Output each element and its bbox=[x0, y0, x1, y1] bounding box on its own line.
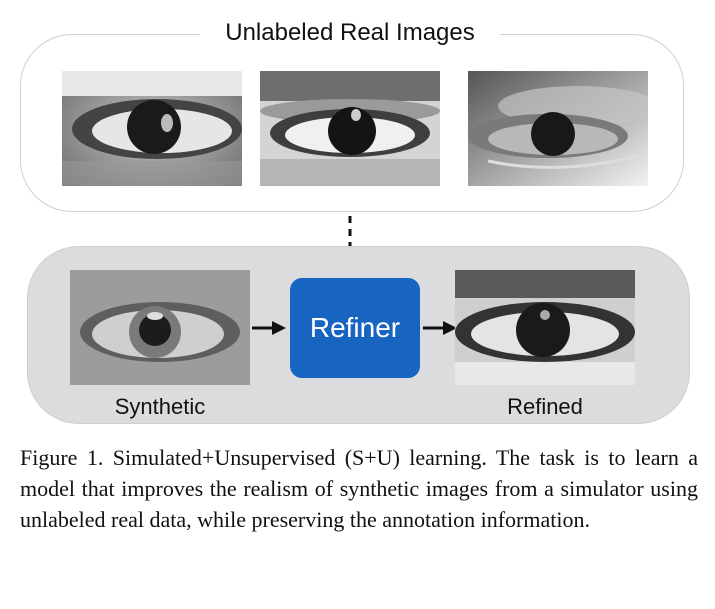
refined-label: Refined bbox=[507, 394, 583, 419]
figure-caption: Figure 1. Simulated+Unsupervised (S+U) l… bbox=[20, 445, 698, 532]
refiner-block: Refiner bbox=[290, 278, 420, 378]
arrow-right-1 bbox=[252, 321, 286, 335]
real-eye-image-3 bbox=[468, 71, 648, 186]
synthetic-eye-image bbox=[70, 270, 250, 385]
arrow-right-2 bbox=[423, 321, 457, 335]
real-eye-image-1 bbox=[62, 71, 242, 186]
real-images-title: Unlabeled Real Images bbox=[200, 18, 500, 48]
synthetic-label: Synthetic bbox=[114, 394, 206, 419]
real-eye-image-2 bbox=[260, 71, 440, 186]
refined-eye-image bbox=[455, 270, 635, 385]
